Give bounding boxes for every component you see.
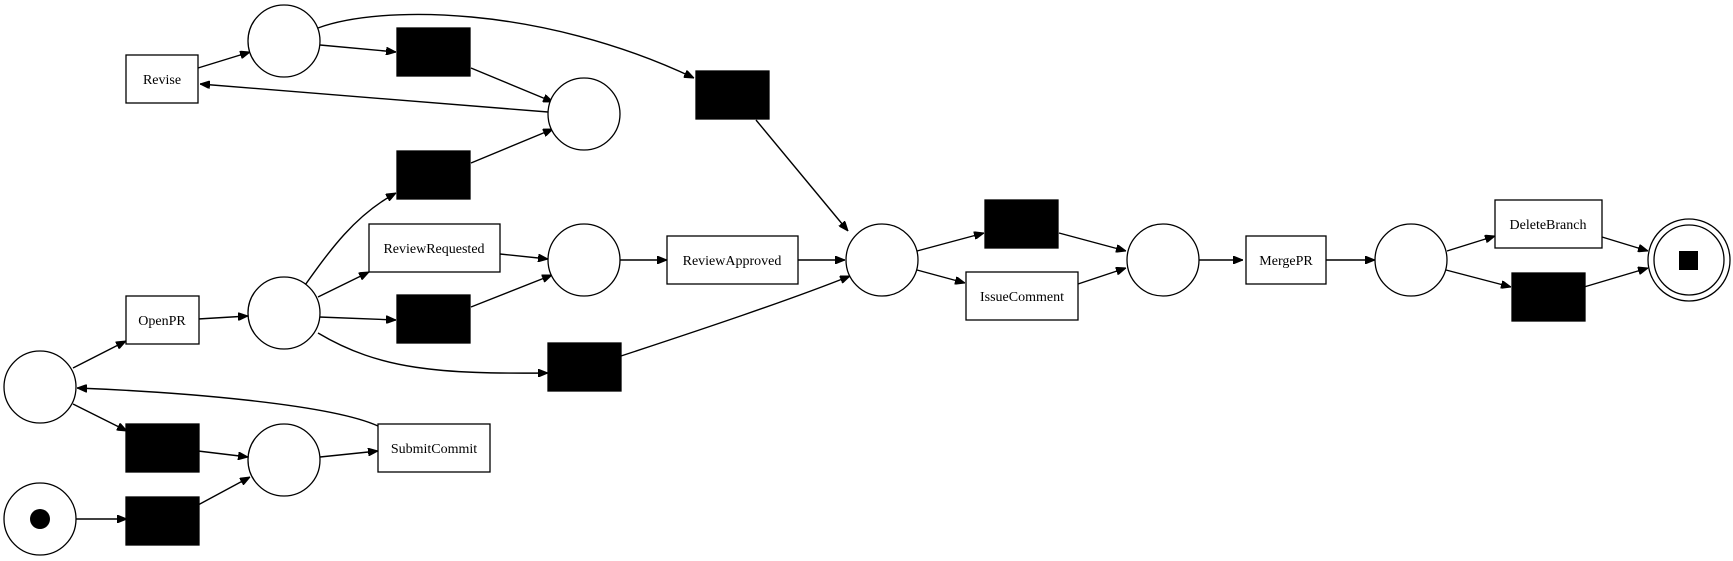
arc-place-to-issuecomment xyxy=(916,269,965,283)
arc-deletebranch-to-end xyxy=(1601,236,1648,251)
arc-place-to-silent xyxy=(916,233,984,252)
arc-silent-to-place xyxy=(755,119,848,231)
arc-place-to-silent xyxy=(317,13,694,79)
silent-transition[interactable] xyxy=(695,70,770,120)
transition-label: SubmitCommit xyxy=(391,442,477,457)
transition-label: Revise xyxy=(143,73,181,88)
arc-place-to-revise xyxy=(200,84,549,113)
arc-place-to-silent xyxy=(319,44,396,52)
transition-issuecomment[interactable]: IssueComment xyxy=(965,271,1079,321)
transition-label: ReviewApproved xyxy=(683,254,782,269)
arc-reviewrequested-to-place xyxy=(499,253,548,259)
place[interactable] xyxy=(845,223,919,297)
token-icon xyxy=(30,509,50,529)
silent-transition[interactable] xyxy=(984,199,1059,249)
arc-submitcommit-to-place xyxy=(77,388,379,427)
transition-label: IssueComment xyxy=(980,290,1064,305)
arc-silent-to-place xyxy=(1058,232,1126,251)
arc-place-to-submitcommit xyxy=(319,451,378,458)
arc-silent-to-place xyxy=(470,128,553,164)
place[interactable] xyxy=(3,350,77,424)
arc-place-to-silent xyxy=(302,193,396,289)
place[interactable] xyxy=(547,223,621,297)
silent-transition[interactable] xyxy=(1511,272,1586,322)
transition-mergepr[interactable]: MergePR xyxy=(1245,235,1327,285)
arc-place-to-openpr xyxy=(72,340,126,369)
transition-label: MergePR xyxy=(1259,254,1313,269)
arc-silent-to-end xyxy=(1583,268,1648,288)
place[interactable] xyxy=(1126,223,1200,297)
arc-place-to-reviewrequested xyxy=(317,271,369,298)
silent-transition[interactable] xyxy=(396,294,471,344)
arc-silent-to-place xyxy=(197,477,250,506)
arc-silent-to-place xyxy=(470,274,552,308)
transition-reviewrequested[interactable]: ReviewRequested xyxy=(368,223,501,273)
arc-openpr-to-place xyxy=(197,316,248,319)
end-place[interactable] xyxy=(1647,218,1731,302)
arc-place-to-silent xyxy=(72,403,127,432)
transition-revise[interactable]: Revise xyxy=(125,54,199,104)
silent-transition[interactable] xyxy=(125,423,200,473)
place[interactable] xyxy=(247,423,321,497)
places xyxy=(3,4,1731,556)
transition-label: OpenPR xyxy=(138,314,186,329)
arc-issuecomment-to-place xyxy=(1077,268,1126,285)
silent-transitions xyxy=(125,27,1586,546)
place[interactable] xyxy=(247,276,321,350)
arc-silent-to-place xyxy=(470,67,553,103)
arc-place-to-silent xyxy=(1445,269,1511,287)
silent-transition[interactable] xyxy=(547,342,622,392)
silent-transition[interactable] xyxy=(125,496,200,546)
labeled-transitions: Revise OpenPR ReviewRequested ReviewAppr… xyxy=(125,54,1603,473)
transition-submitcommit[interactable]: SubmitCommit xyxy=(377,423,491,473)
arc-place-to-deletebranch xyxy=(1446,236,1495,252)
arc-silent-to-place xyxy=(620,275,850,357)
arc-silent-to-place xyxy=(197,450,248,457)
transition-label: ReviewRequested xyxy=(383,242,484,257)
place[interactable] xyxy=(1374,223,1448,297)
start-place[interactable] xyxy=(3,482,77,556)
place[interactable] xyxy=(547,77,621,151)
arcs xyxy=(72,13,1648,519)
silent-transition[interactable] xyxy=(396,150,471,200)
silent-transition[interactable] xyxy=(396,27,471,77)
arc-revise-to-place xyxy=(197,52,250,69)
transition-reviewapproved[interactable]: ReviewApproved xyxy=(666,235,799,285)
arc-place-to-silent xyxy=(317,332,548,373)
transition-label: DeleteBranch xyxy=(1510,218,1587,233)
transition-deletebranch[interactable]: DeleteBranch xyxy=(1494,199,1603,249)
stop-icon xyxy=(1679,251,1698,270)
place[interactable] xyxy=(247,4,321,78)
arc-place-to-silent xyxy=(318,317,396,320)
transition-openpr[interactable]: OpenPR xyxy=(125,295,200,345)
